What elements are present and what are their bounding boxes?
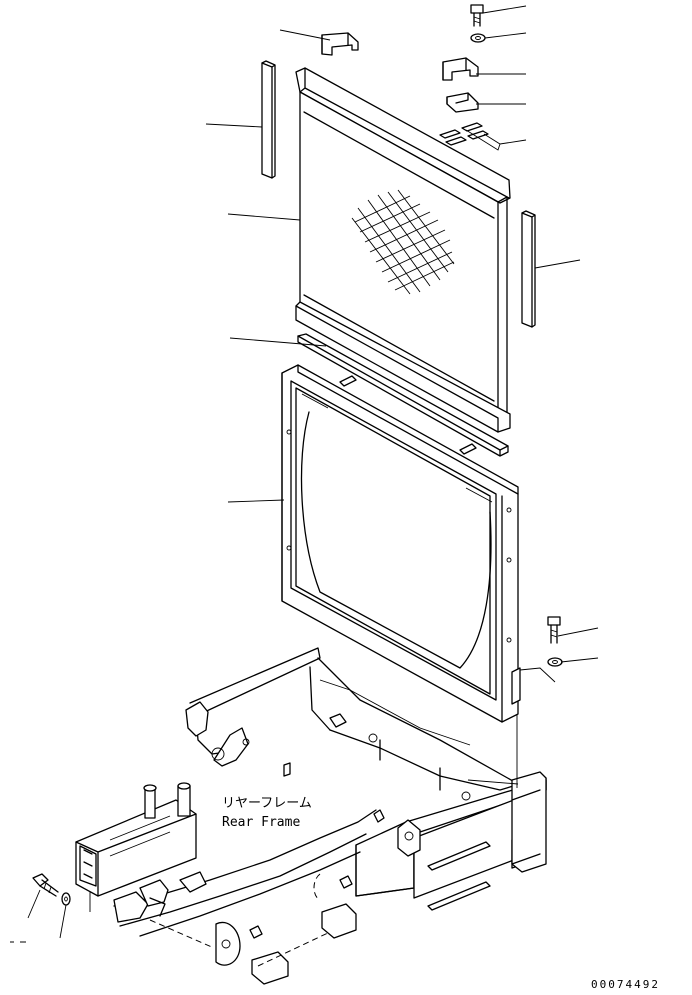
cooler-bolt xyxy=(32,873,59,897)
bracket-upper-left xyxy=(321,32,359,56)
oil-cooler xyxy=(75,782,197,897)
fan-shroud-frame xyxy=(281,364,521,723)
left-side-seal xyxy=(261,60,276,179)
top-washer xyxy=(470,33,486,43)
top-bolt xyxy=(470,4,484,27)
right-side-seal xyxy=(521,210,536,328)
bottom-seal xyxy=(297,333,509,457)
side-washer xyxy=(547,657,563,667)
cover-plate-small xyxy=(446,92,479,113)
leader-lines xyxy=(10,5,599,967)
clip-set xyxy=(439,122,489,146)
frame-fittings xyxy=(215,762,357,985)
side-bolt xyxy=(547,616,561,644)
screen-mesh xyxy=(351,189,455,295)
cooler-washer xyxy=(61,892,71,906)
frame-right-bracket xyxy=(511,771,547,873)
radiator-screen-panel xyxy=(295,67,511,433)
rear-frame-label-jp: リヤーフレーム xyxy=(222,796,312,811)
rear-frame xyxy=(113,647,547,937)
rear-frame-label-en: Rear Frame xyxy=(222,815,300,830)
bracket-upper-right xyxy=(442,57,479,81)
drawing-number: 00074492 xyxy=(591,978,660,991)
